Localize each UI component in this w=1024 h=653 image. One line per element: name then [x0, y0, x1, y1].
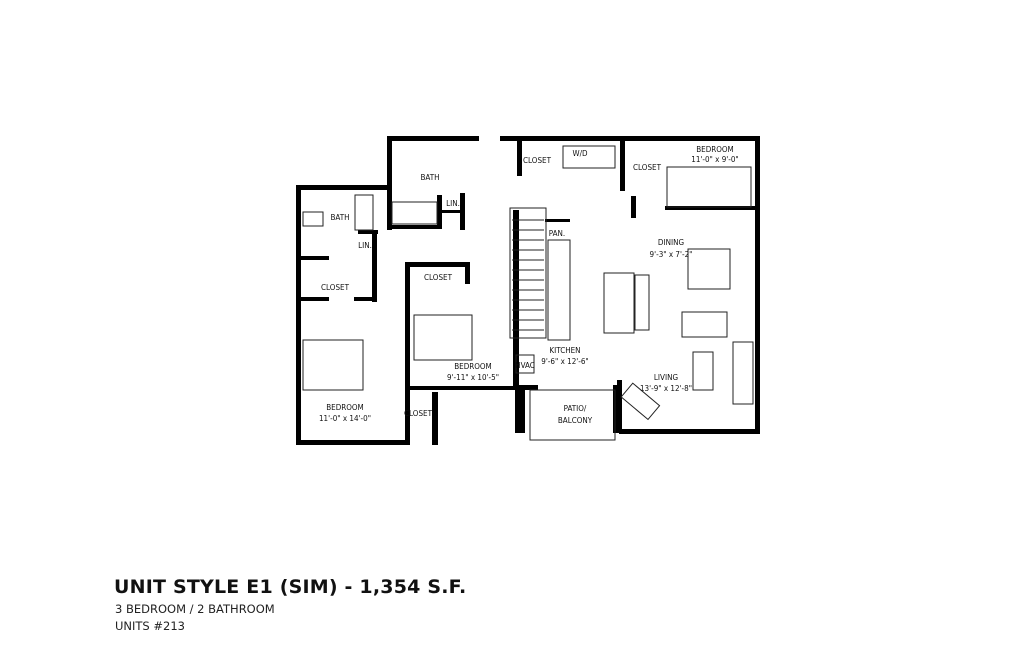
bedroom-mid-label: BEDROOM: [454, 362, 492, 371]
unit-numbers: UNITS #213: [115, 619, 185, 633]
bedroom-left-dims: 11'-0" x 14'-0": [319, 414, 371, 423]
pantry-label: PAN.: [549, 229, 565, 238]
kitchen-label: KITCHEN: [549, 346, 580, 355]
bath-top-label: BATH: [420, 173, 439, 182]
hvac-label: HVAC: [515, 361, 535, 370]
living-label: LIVING: [654, 373, 678, 382]
bed-bath-count: 3 BEDROOM / 2 BATHROOM: [115, 602, 275, 616]
bath-left-label: BATH: [330, 213, 349, 222]
lin-left-label: LIN.: [358, 241, 372, 250]
bedroom-mid-dims: 9'-11" x 10'-5": [447, 373, 499, 382]
dining-label: DINING: [658, 238, 684, 247]
patio-label-2: BALCONY: [558, 416, 593, 425]
closet-right-label: CLOSET: [633, 163, 662, 172]
room-labels: BATH BATH LIN. LIN. CLOSET CLOSET CLOSET…: [319, 145, 739, 425]
stairs: [512, 219, 544, 331]
living-dims: 13'-9" x 12'-8": [640, 384, 692, 393]
dining-dims: 9'-3" x 7'-2": [650, 250, 693, 259]
bedroom-right-dims: 11'-0" x 9'-0": [691, 155, 738, 164]
closet-mid-label: CLOSET: [424, 273, 453, 282]
bedroom-left-label: BEDROOM: [326, 403, 364, 412]
lin-top-label: LIN.: [446, 199, 460, 208]
fixtures: [302, 145, 754, 441]
unit-title: UNIT STYLE E1 (SIM) - 1,354 S.F.: [114, 576, 467, 598]
closet-bottom-label: CLOSET: [404, 409, 433, 418]
kitchen-dims: 9'-6" x 12'-6": [541, 357, 588, 366]
closet-top-label: CLOSET: [523, 156, 552, 165]
patio-label-1: PATIO/: [564, 404, 587, 413]
wd-label: W/D: [572, 149, 588, 158]
closet-left-label: CLOSET: [321, 283, 350, 292]
bedroom-right-label: BEDROOM: [696, 145, 734, 154]
walls: [296, 136, 760, 445]
